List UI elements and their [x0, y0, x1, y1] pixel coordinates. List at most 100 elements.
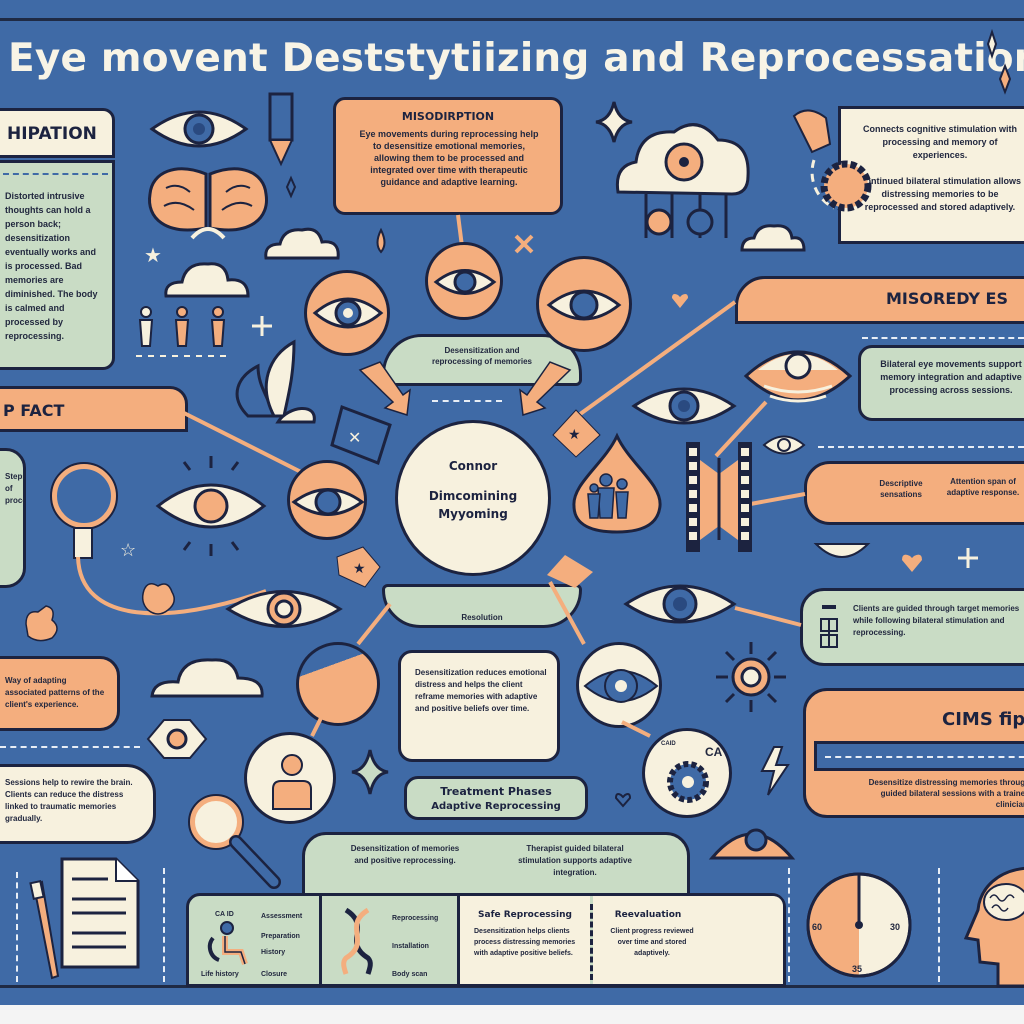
sparkle-icon	[351, 749, 389, 795]
panel-body: Way of adapting associated patterns of t…	[5, 676, 105, 709]
eye-icon	[433, 269, 497, 295]
gauge-label-right: 30	[890, 922, 901, 932]
divider-vertical	[163, 868, 165, 982]
dna-icon	[341, 907, 373, 975]
panel-body-2: Continued bilateral stimulation allows d…	[858, 176, 1022, 212]
connector-line	[563, 300, 737, 427]
gauge-dial	[806, 872, 912, 978]
panel-tips: CIMS fips Desensitize distressing memori…	[803, 688, 1024, 818]
skin-circle	[296, 642, 380, 726]
star-icon: ★	[144, 245, 162, 267]
process-line-1: Treatment Phases	[440, 785, 552, 798]
process-label: Treatment Phases Adaptive Reprocessing	[404, 776, 588, 820]
table-bottom: CA ID Life history Assessment Preparatio…	[186, 893, 786, 987]
eye-circle	[287, 460, 367, 540]
connector-line	[548, 581, 651, 738]
divider-vertical	[938, 868, 940, 982]
cloud-icon	[264, 227, 340, 260]
eye-rays-icon	[182, 456, 240, 556]
eye-icon	[743, 350, 853, 403]
panel-left-fact-body: Steps of processing	[0, 448, 26, 588]
svg-text:☆: ☆	[120, 540, 136, 560]
connector-line	[76, 556, 267, 616]
banner-left-fact: P FACT	[0, 386, 188, 432]
connector-line	[734, 606, 802, 627]
center-bubble: Desensitization reduces emotional distre…	[398, 650, 560, 762]
ribbon-text: Resolution	[461, 613, 503, 622]
panel-col-2: Attention span of adaptive response.	[946, 477, 1020, 497]
divider-vertical	[788, 868, 790, 982]
person-circle	[244, 732, 336, 824]
eye-icon	[155, 483, 267, 529]
ribbon-text: Desensitization and reprocessing of memo…	[431, 346, 533, 366]
cell-line: Closure	[261, 971, 288, 978]
table-cell-4: Reevaluation Client progress reviewed ov…	[593, 896, 783, 984]
head-brain-icon	[963, 867, 1024, 988]
eye-icon	[631, 387, 737, 425]
svg-text:★: ★	[568, 426, 581, 442]
drop-icon	[376, 227, 386, 254]
gear-icon	[792, 109, 872, 212]
cell-heading: Safe Reprocessing	[478, 910, 572, 920]
process-line-2: Adaptive Reprocessing	[431, 801, 561, 812]
panel-heading: HIPATION	[7, 124, 97, 144]
cell-body: Desensitization helps clients process di…	[474, 928, 576, 957]
panel-right-sage-1: Bilateral eye movements support memory i…	[858, 345, 1024, 421]
eye-icon	[291, 488, 365, 516]
star-tag-icon: ★	[552, 409, 601, 458]
sun-eye-icon	[716, 642, 786, 712]
banner-heading: P FACT	[3, 401, 65, 420]
eye-icon	[708, 828, 796, 860]
cell-line: Reprocessing	[392, 915, 439, 922]
panel-body: Distorted intrusive thoughts can hold a …	[5, 191, 98, 341]
panel-body: Eye movements during reprocessing help t…	[359, 129, 539, 187]
cell-label: CA ID	[215, 911, 234, 918]
eye-gear-circle	[576, 642, 662, 728]
gauge-label-bottom: 35	[852, 964, 863, 974]
table-top-left: Desensitization of memories and positive…	[350, 844, 460, 865]
eye-circle	[425, 242, 503, 320]
cell-body: Client progress reviewed over time and s…	[610, 928, 694, 957]
eye-icon	[225, 590, 343, 628]
cloud-icon	[164, 262, 250, 298]
panel-top-center: MISODIRPTION Eye movements during reproc…	[333, 97, 563, 215]
table-cell-2: Reprocessing Installation Body scan	[322, 896, 454, 984]
eye-icon	[312, 297, 384, 329]
arrow-down-left	[358, 361, 411, 416]
gear-label-1: CAID	[661, 741, 676, 747]
eye-icon	[583, 669, 659, 703]
panel-right-peach-1: Descriptive sensations Attention span of…	[804, 461, 1024, 525]
pen-icon	[29, 879, 60, 980]
star-icon: ☆	[120, 540, 136, 560]
cell-line: Preparation	[261, 933, 300, 940]
divider	[3, 173, 108, 175]
heart-icon	[902, 554, 922, 572]
panel-col-1: Descriptive sensations	[879, 479, 923, 499]
panel-top-left-header: HIPATION	[0, 108, 115, 158]
svg-text:★: ★	[144, 245, 162, 267]
svg-text:★: ★	[353, 560, 366, 576]
eye-icon	[546, 289, 622, 321]
table-cell-1: CA ID Life history Assessment Preparatio…	[189, 896, 319, 984]
center-line-2: Dimcomining	[428, 489, 518, 503]
banner-right: MISOREDY ES	[735, 276, 1024, 324]
top-border	[0, 18, 1024, 21]
lightning-icon	[760, 746, 790, 796]
gauge-label-left: 60	[812, 922, 823, 932]
panel-right-sage-2: Clients are guided through target memori…	[800, 588, 1024, 666]
heart-icon	[672, 294, 688, 308]
eye-circle	[536, 256, 632, 352]
panel-body: Steps of processing	[5, 472, 25, 505]
arrow-up-right	[547, 555, 593, 588]
banner-heading: MISOREDY ES	[886, 289, 1008, 308]
magnifier-icon	[188, 794, 281, 889]
drop-family-icon	[572, 432, 662, 534]
svg-text:✕: ✕	[348, 430, 361, 447]
star-tag-icon: ★	[336, 546, 381, 588]
magnifier-icon	[50, 462, 118, 559]
sparkle-icon	[998, 63, 1012, 95]
puzzle-icon	[141, 583, 175, 615]
cloud-icon	[740, 224, 806, 252]
panel-left-cream: Sessions help to rewire the brain. Clien…	[0, 764, 156, 844]
